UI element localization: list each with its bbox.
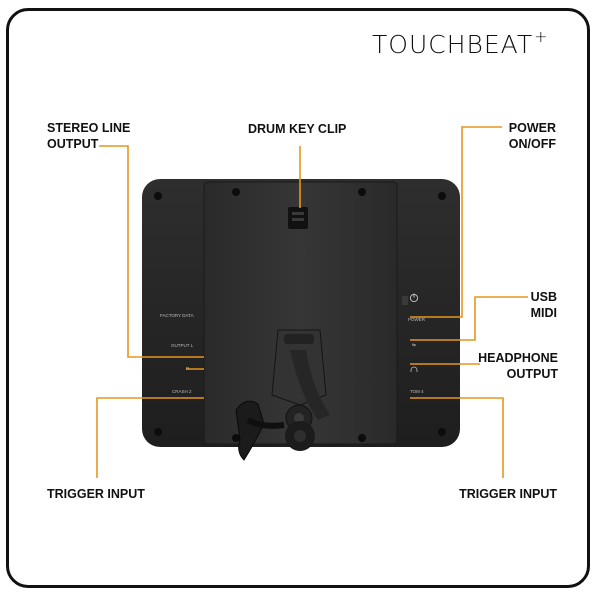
label-drum-key-clip: DRUM KEY CLIP xyxy=(248,122,347,136)
port xyxy=(402,296,408,305)
device-text-output-l: OUTPUT L xyxy=(171,343,194,348)
body-screw xyxy=(154,428,162,436)
plate-screw xyxy=(232,188,240,196)
leader-trigger-right xyxy=(410,397,504,478)
label-usb-midi: USB MIDI xyxy=(530,290,557,320)
leader-lines xyxy=(96,126,528,478)
plate-screw xyxy=(232,434,240,442)
touchbeat-logo: TOUCHBEAT+ xyxy=(372,27,549,59)
body-screw xyxy=(438,192,446,200)
device-text-tom4: TOM 4 xyxy=(410,389,424,394)
label-trigger-input-left: TRIGGER INPUT xyxy=(47,487,145,501)
wing-nut xyxy=(235,400,265,461)
body-screw xyxy=(438,428,446,436)
leader-power xyxy=(410,126,502,318)
leader-stereo-out xyxy=(99,145,204,358)
headphone-port-icon xyxy=(410,366,418,372)
plate-screw xyxy=(358,434,366,442)
leader-trigger-left xyxy=(96,397,204,478)
label-headphone-output: HEADPHONE OUTPUT xyxy=(478,351,558,381)
device-text-power: POWER xyxy=(408,317,426,322)
leader-usb xyxy=(410,296,528,341)
device-text-crash2: CRASH 2 xyxy=(172,389,192,394)
device-text-factory: FACTORY DATA xyxy=(160,313,194,318)
body-screw xyxy=(154,192,162,200)
label-stereo-line-output: STEREO LINE OUTPUT xyxy=(47,121,131,151)
label-trigger-input-right: TRIGGER INPUT xyxy=(459,487,557,501)
plate-screw xyxy=(358,188,366,196)
usb-port-icon: ⇆ xyxy=(412,342,416,347)
label-power: POWER ON/OFF xyxy=(508,121,556,151)
